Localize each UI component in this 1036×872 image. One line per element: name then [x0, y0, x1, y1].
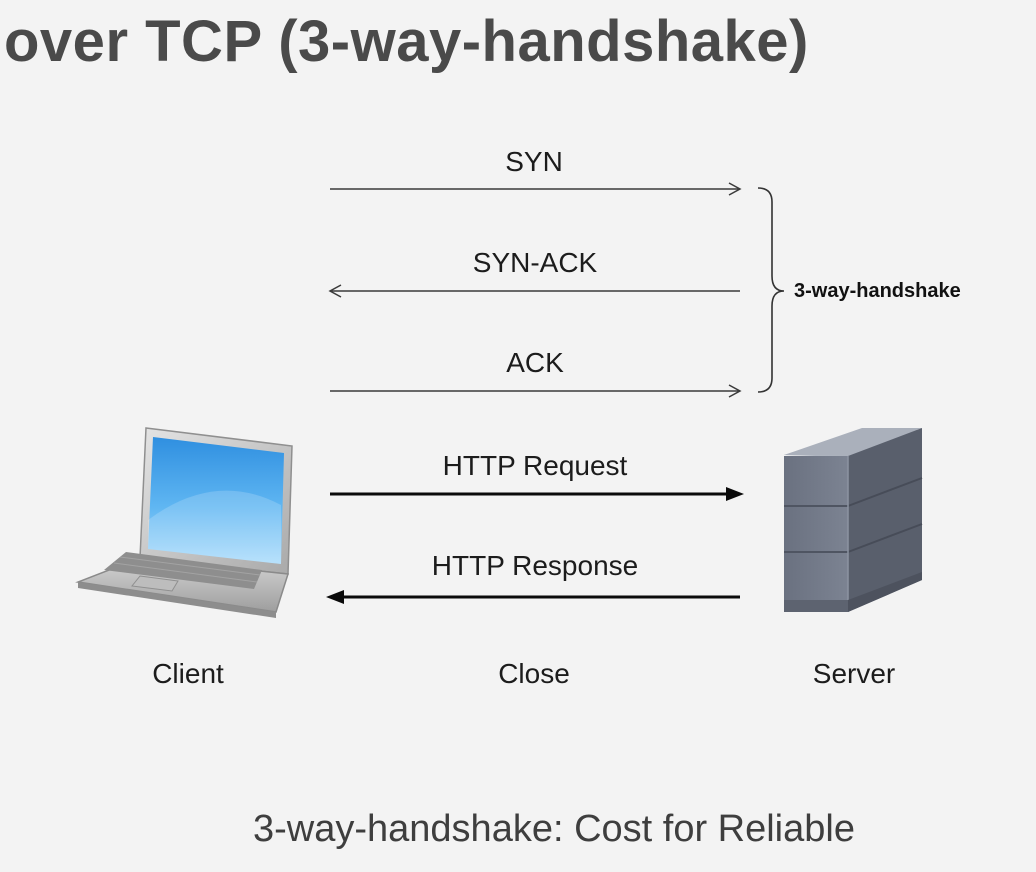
syn-ack-label: SYN-ACK [472, 247, 598, 278]
laptop-icon [75, 427, 293, 618]
client-label: Client [152, 658, 224, 689]
page-title: over TCP (3-way-handshake) [4, 9, 809, 74]
http-request-arrow [330, 487, 744, 501]
handshake-brace-label: 3-way-handshake [794, 280, 961, 302]
syn-label: SYN [505, 146, 563, 177]
close-label: Close [498, 658, 570, 689]
ack-arrow [330, 384, 742, 398]
http-request-label: HTTP Request [442, 450, 628, 481]
ack-label: ACK [506, 347, 564, 378]
syn-arrow [330, 182, 742, 196]
caption: 3-way-handshake: Cost for Reliable [253, 808, 855, 850]
server-tower-icon [784, 428, 923, 612]
server-label: Server [812, 658, 896, 689]
handshake-brace [757, 187, 785, 393]
http-response-arrow [326, 590, 740, 604]
http-response-label: HTTP Response [431, 550, 639, 581]
syn-ack-arrow [328, 284, 740, 298]
